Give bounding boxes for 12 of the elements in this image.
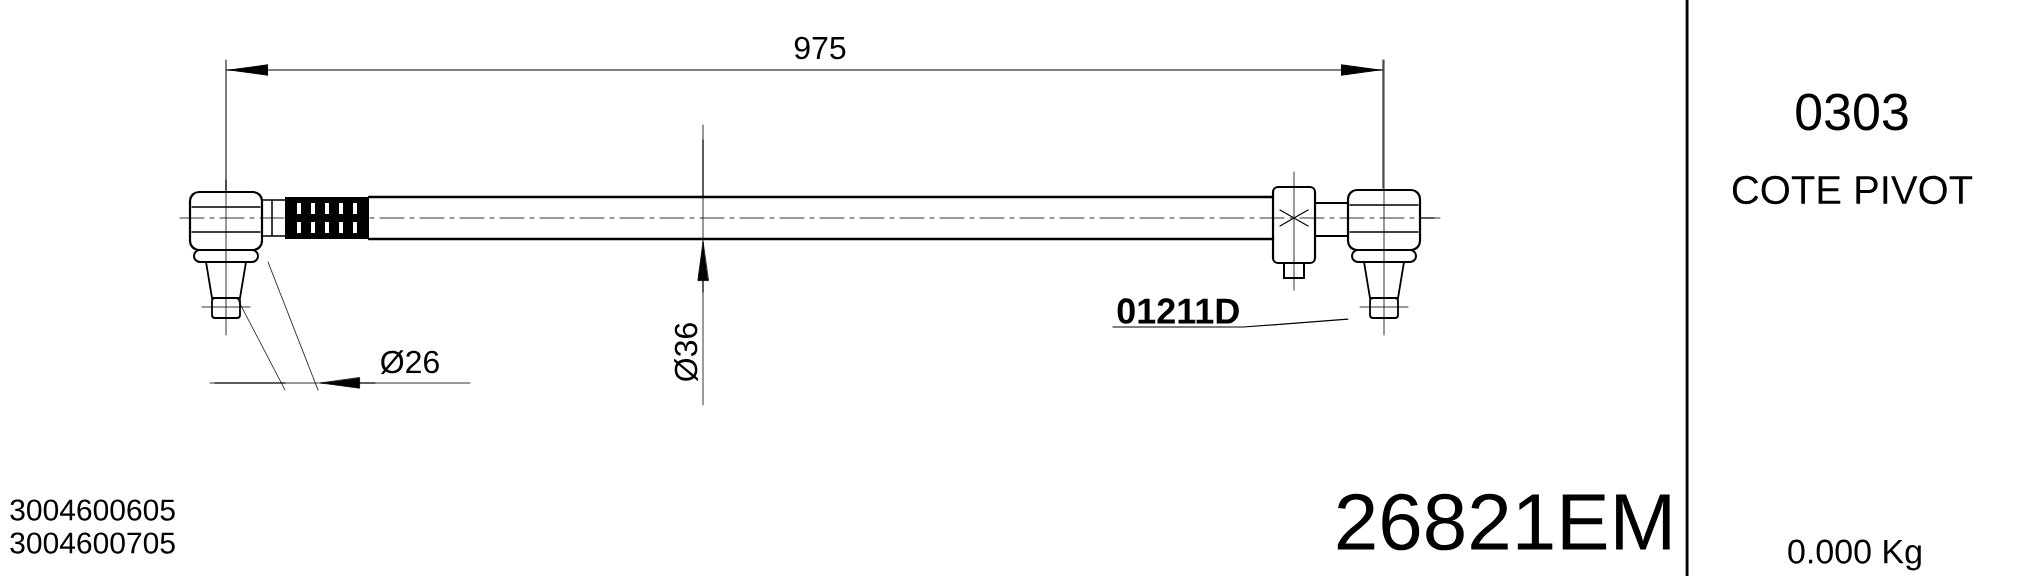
dimension-label: 975 <box>794 36 846 60</box>
note-label: COTE PIVOT <box>1732 175 1973 205</box>
part-number: 01211D <box>1117 298 1239 324</box>
leader-line <box>1112 318 1349 328</box>
part-number: 3004600605 <box>10 499 175 521</box>
ball-joint-drawing <box>1346 59 1435 336</box>
dimension-label: Ø36 <box>674 323 698 382</box>
code-label: 0303 <box>1796 93 1908 131</box>
weight-label: 0.000 Kg <box>1788 539 1921 571</box>
part-number: 3004600705 <box>10 532 175 554</box>
reference-number: 26821EM <box>1337 493 1670 551</box>
dimension-label: Ø26 <box>380 350 439 374</box>
